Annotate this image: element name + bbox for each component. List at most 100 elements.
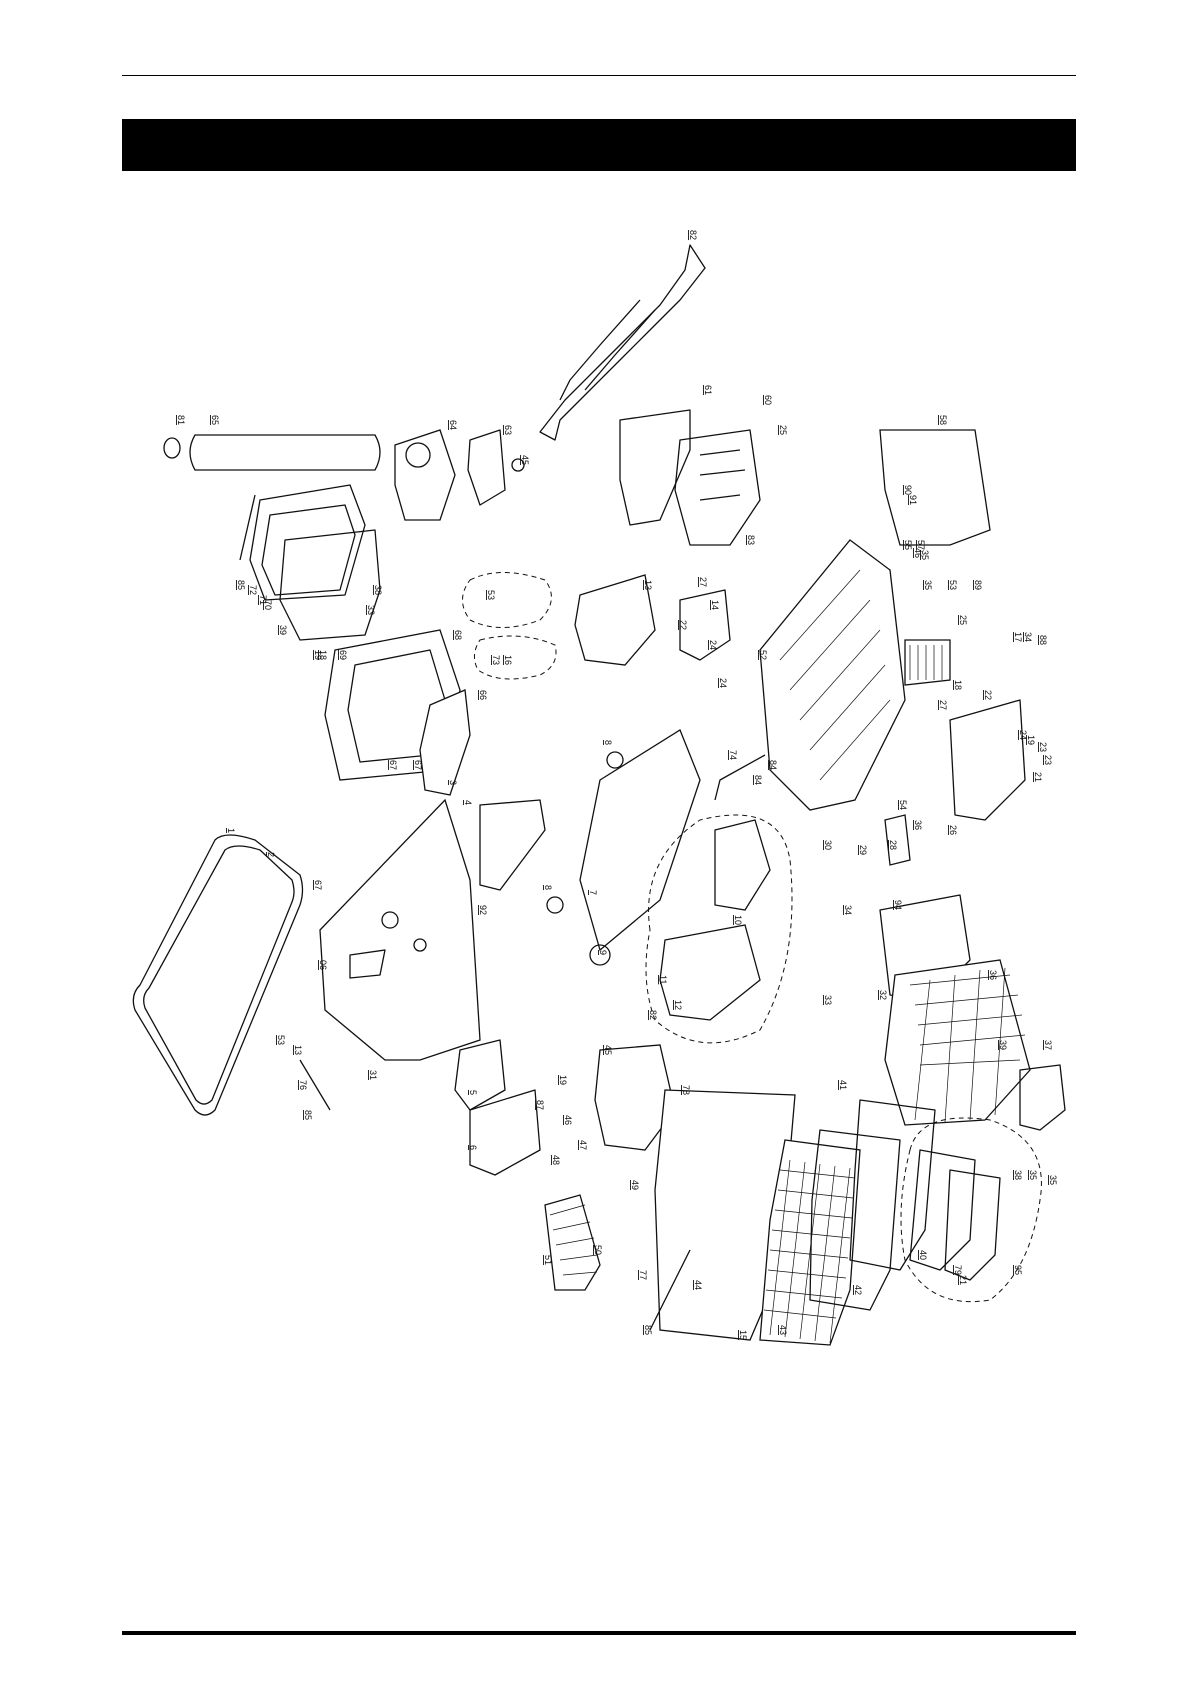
part-70-panel bbox=[279, 529, 381, 641]
part-43-keyboard bbox=[759, 1139, 861, 1346]
callout-part-66: 66 bbox=[478, 690, 488, 700]
callout-part-69: 69 bbox=[338, 650, 348, 660]
part-2-gasket bbox=[143, 845, 295, 1105]
callout-part-13: 13 bbox=[293, 1045, 303, 1055]
callout-part-2: 2 bbox=[266, 852, 276, 857]
callout-part-38: 38 bbox=[373, 585, 383, 595]
callout-part-39: 39 bbox=[998, 1040, 1008, 1050]
callout-part-33: 33 bbox=[823, 995, 833, 1005]
callout-part-74: 74 bbox=[728, 750, 738, 760]
callout-part-25: 25 bbox=[778, 425, 788, 435]
part-61-board bbox=[619, 409, 691, 526]
part-26-board bbox=[949, 699, 1026, 821]
callout-part-22: 22 bbox=[678, 620, 688, 630]
callout-part-85: 85 bbox=[643, 1325, 653, 1335]
callout-part-49: 49 bbox=[630, 1180, 640, 1190]
callout-part-85: 85 bbox=[236, 580, 246, 590]
callout-part-3: 3 bbox=[448, 780, 458, 785]
callout-part-73: 73 bbox=[491, 655, 501, 665]
callout-part-45: 45 bbox=[603, 1045, 613, 1055]
callout-part-16: 16 bbox=[503, 655, 513, 665]
part-14-board bbox=[679, 589, 731, 661]
callout-part-94: 94 bbox=[893, 900, 903, 910]
callout-part-40: 40 bbox=[918, 1250, 928, 1260]
callout-part-45: 45 bbox=[520, 455, 530, 465]
callout-part-24: 24 bbox=[708, 640, 718, 650]
callout-part-13: 13 bbox=[643, 580, 653, 590]
callout-part-33: 33 bbox=[366, 605, 376, 615]
part-84-shaft bbox=[714, 754, 766, 801]
callout-part-41: 41 bbox=[838, 1080, 848, 1090]
callout-part-47: 47 bbox=[578, 1140, 588, 1150]
callout-part-35: 35 bbox=[1028, 1170, 1038, 1180]
callout-part-42: 42 bbox=[853, 1285, 863, 1295]
callout-part-53: 53 bbox=[486, 590, 496, 600]
callout-part-10: 10 bbox=[733, 915, 743, 925]
callout-part-87: 87 bbox=[535, 1100, 545, 1110]
callout-part-77: 77 bbox=[638, 1270, 648, 1280]
part-52-ribs bbox=[779, 569, 891, 781]
part-outlines bbox=[132, 244, 1066, 1346]
callout-part-55: 55 bbox=[903, 540, 913, 550]
callout-part-89: 89 bbox=[973, 580, 983, 590]
callout-part-27: 27 bbox=[938, 700, 948, 710]
group-53-outline bbox=[462, 572, 552, 628]
part-7-frame bbox=[579, 729, 701, 952]
part-36-grille bbox=[884, 959, 1031, 1126]
part-60-chassis bbox=[674, 429, 761, 546]
callout-part-34: 34 bbox=[843, 905, 853, 915]
callout-part-8: 8 bbox=[603, 740, 613, 745]
callout-part-52: 52 bbox=[758, 650, 768, 660]
callout-part-95: 95 bbox=[1013, 1265, 1023, 1275]
callout-part-8: 8 bbox=[543, 885, 553, 890]
callout-part-46: 46 bbox=[913, 548, 923, 558]
callout-part-25: 25 bbox=[958, 615, 968, 625]
part-42-panel bbox=[809, 1129, 901, 1311]
group-95-outline bbox=[900, 1117, 1042, 1303]
callout-part-1: 1 bbox=[226, 828, 236, 833]
callout-part-46: 46 bbox=[563, 1115, 573, 1125]
callout-part-36: 36 bbox=[913, 820, 923, 830]
callout-part-22: 22 bbox=[983, 690, 993, 700]
part-8-foot-b bbox=[546, 896, 564, 914]
callout-part-48: 48 bbox=[551, 1155, 561, 1165]
part-25-heatsink bbox=[904, 639, 951, 686]
callout-part-18: 18 bbox=[318, 650, 328, 660]
section-title-bar bbox=[122, 119, 1076, 171]
part-58-cover bbox=[879, 429, 991, 546]
callout-part-78: 78 bbox=[681, 1085, 691, 1095]
part-10-block bbox=[714, 819, 771, 911]
callout-part-24: 24 bbox=[1018, 730, 1028, 740]
callout-part-88: 88 bbox=[1038, 635, 1048, 645]
part-41-panel bbox=[849, 1099, 936, 1271]
callout-part-63: 63 bbox=[503, 425, 513, 435]
part-9-foot bbox=[589, 944, 611, 966]
callout-part-82: 82 bbox=[688, 230, 698, 240]
part-4-bracket bbox=[479, 799, 546, 891]
callout-part-67: 67 bbox=[388, 760, 398, 770]
part-60-detail bbox=[699, 449, 746, 501]
part-82-handle-inner bbox=[559, 299, 656, 401]
callout-part-54: 54 bbox=[898, 800, 908, 810]
callout-part-53: 53 bbox=[276, 1035, 286, 1045]
callout-part-67: 67 bbox=[413, 760, 423, 770]
callout-part-35: 35 bbox=[1048, 1175, 1058, 1185]
callout-part-43: 43 bbox=[778, 1325, 788, 1335]
callout-part-26: 26 bbox=[948, 825, 958, 835]
callout-part-12: 12 bbox=[673, 1000, 683, 1010]
callout-part-11: 11 bbox=[658, 975, 668, 984]
callout-part-84: 84 bbox=[768, 760, 778, 770]
part-3-chassis bbox=[319, 798, 481, 1061]
callout-part-17: 17 bbox=[1013, 632, 1023, 642]
callout-part-15: 15 bbox=[738, 1330, 748, 1340]
part-37-board bbox=[1019, 1064, 1066, 1131]
callout-part-72: 72 bbox=[248, 585, 258, 595]
callout-part-57: 57 bbox=[916, 540, 926, 550]
footer-rule bbox=[122, 1631, 1076, 1635]
callout-part-5: 5 bbox=[468, 1090, 478, 1095]
part-51-grid bbox=[549, 1204, 598, 1276]
callout-part-67: 67 bbox=[313, 880, 323, 890]
part-5-board bbox=[454, 1039, 506, 1111]
callout-part-79: 79 bbox=[953, 1265, 963, 1275]
callout-part-58: 58 bbox=[938, 415, 948, 425]
